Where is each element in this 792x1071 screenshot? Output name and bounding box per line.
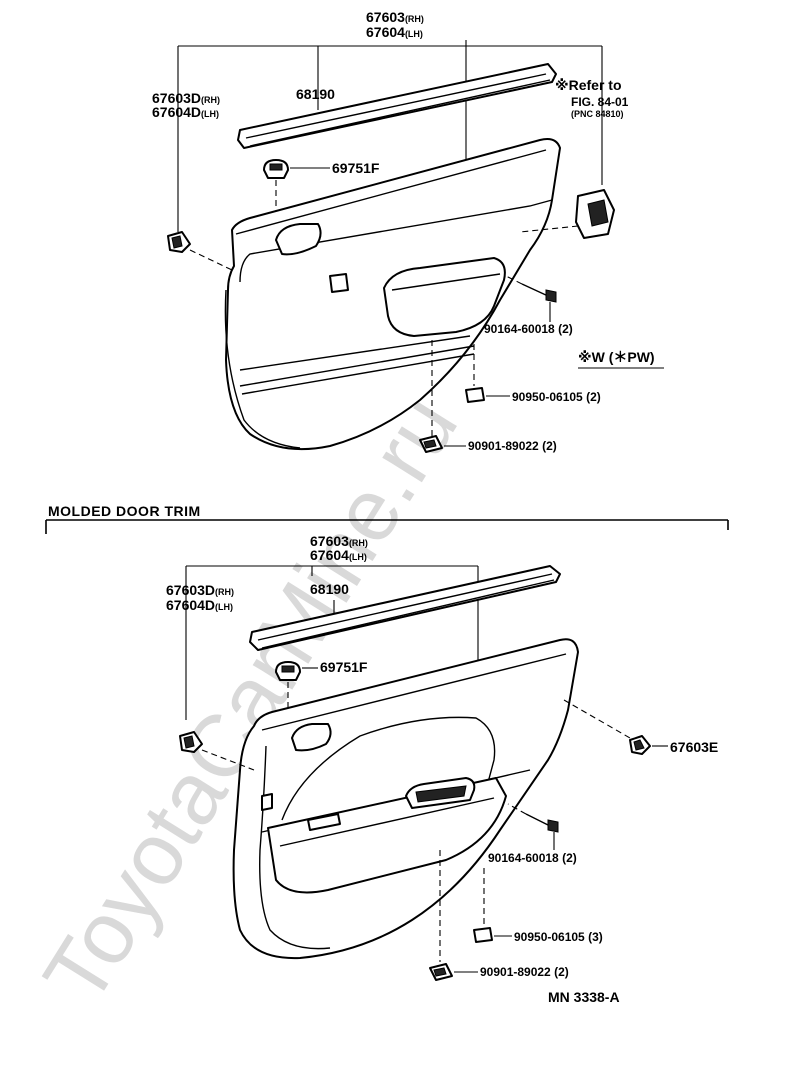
label-67603e: 67603E [670,739,718,755]
refer-text-line1: ※Refer to [555,77,622,93]
label-w-pw: ※W (＊PW) [578,349,655,365]
door-trim-panel-lower [232,638,579,960]
label-67604d-upper: 67604D(LH) [152,104,219,120]
refer-text-line2: FIG. 84-01 [571,95,629,109]
clip-69751f-upper [263,159,289,179]
label-screw-upper: 90164-60018 (2) [484,322,573,336]
label-clip1-lower: 90950-06105 (3) [514,930,603,944]
label-67604d-lower: 67604D(LH) [166,597,233,613]
clip-69751f-lower [275,661,301,681]
clip-67603e [629,735,651,755]
upper-assembly: 67603(RH) 67604(LH) 67603D(RH) 67604D(LH… [152,9,664,453]
refer-text-line3: (PNC 84810) [571,109,624,119]
label-69751f-lower: 69751F [320,659,368,675]
label-67604-lower: 67604(LH) [310,547,367,563]
clip-90950-lower [473,927,493,943]
label-67604-upper: 67604(LH) [366,24,423,40]
lower-assembly: 67603(RH) 67604(LH) 67603D(RH) 67604D(LH… [166,533,718,981]
weatherstrip-68190-upper [237,63,557,149]
dashline-screw-upper [505,275,523,285]
label-clip1-upper: 90950-06105 (2) [512,390,601,404]
screw-90164-lower [525,813,559,833]
clip-67603d-upper [167,231,191,253]
label-67603-upper: 67603(RH) [366,9,424,25]
dashline-screw-lower [507,803,527,815]
section-frame-line [45,519,729,534]
section-title-molded-door-trim: MOLDED DOOR TRIM [48,503,201,519]
label-67603d-lower: 67603D(RH) [166,582,234,598]
screw-90164-upper [521,283,557,303]
dashline-67603e [563,699,631,739]
bracket-67603-upper [177,40,603,232]
door-trim-panel-upper [224,138,561,451]
clip-90901-upper [419,435,443,453]
weatherstrip-68190-lower [249,565,561,651]
label-68190-lower: 68190 [310,581,349,597]
dashline-67603d-upper [189,249,233,271]
clip-67603d-lower [179,731,203,753]
clip-90901-lower [429,963,453,981]
label-clip2-lower: 90901-89022 (2) [480,965,569,979]
clip-90950-upper [465,387,485,403]
switch-base-upper [575,189,615,239]
label-screw-lower: 90164-60018 (2) [488,851,577,865]
label-67603d-upper: 67603D(RH) [152,90,220,106]
footer-code: MN 3338-A [548,989,620,1005]
bracket-67603-lower [185,565,479,720]
label-67603-lower: 67603(RH) [310,533,368,549]
label-68190-upper: 68190 [296,86,335,102]
label-69751f-upper: 69751F [332,160,380,176]
label-clip2-upper: 90901-89022 (2) [468,439,557,453]
